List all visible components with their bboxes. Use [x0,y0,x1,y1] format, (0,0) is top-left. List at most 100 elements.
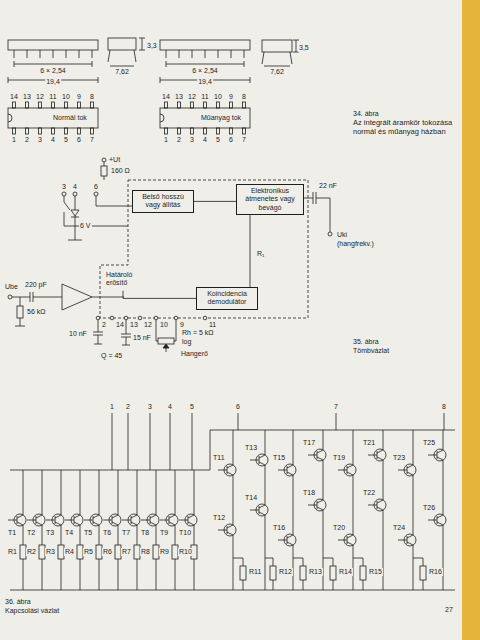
wire [383,430,384,450]
text-label: Q = 45 [100,352,123,360]
text-label: Tömbvázlat [352,347,390,355]
line-art [96,196,132,206]
wire [194,470,195,515]
node-text: Elektronikus átmenetes vagy bevágó [240,187,300,212]
transistor-emitter [169,522,175,525]
text-label: R1 [7,548,18,556]
line-art [8,38,145,83]
transistor-emitter [93,522,99,525]
pin-number: 1 [163,136,169,144]
wire [175,559,176,590]
wire [353,430,354,465]
resistor-symbol [26,128,29,134]
line-art [102,158,106,162]
wire [137,470,138,515]
resistor-symbol [39,102,42,108]
pin-number: 12 [35,93,45,101]
transistor-emitter [437,522,443,525]
line-art [8,114,12,122]
package-leg [231,50,232,58]
text-label: 36. ábra [4,598,32,606]
line-art [17,306,23,318]
base-lead [160,520,169,521]
text-label: T24 [392,524,406,532]
base-lead [103,520,112,521]
package-drawings [8,38,299,128]
resistor-symbol [52,102,55,108]
text-label: 7,62 [269,68,285,76]
transistor-emitter [150,522,156,525]
wire [156,470,157,515]
wire [118,559,119,590]
wire [323,460,324,500]
transistor-emitter [287,542,293,545]
transistor-emitter [259,512,265,515]
base-lead [278,540,287,541]
transistor-collector [259,455,265,458]
text-label: 220 pF [24,281,48,289]
base-lead [250,510,259,511]
wire [333,580,334,590]
text-label: 10 [159,321,169,329]
pin-number: 13 [174,93,184,101]
transistor-collector [287,465,293,468]
line-art [73,192,77,196]
wire [443,430,444,450]
text-label: R5 [83,548,94,556]
text-label: 15 nF [132,334,152,342]
resistor-symbol [217,128,220,134]
line-art [8,40,98,50]
transistor-collector [17,515,23,518]
wire [413,545,414,590]
block-diagram-wiring [8,158,332,352]
base-lead [308,505,317,506]
line-art [104,162,105,180]
text-label: T7 [121,529,131,537]
text-label: 6 × 2,54 [191,67,219,75]
transistor-collector [407,535,413,538]
text-label: T23 [392,454,406,462]
transistor-collector [437,515,443,518]
wire [233,430,234,465]
text-label: T26 [422,504,436,512]
line-art [138,316,142,320]
pin-number: 6 [76,136,82,144]
wire [233,535,234,590]
transistor-collector [377,500,383,503]
text-label: 56 kΩ [26,308,46,316]
wire [99,470,100,515]
page-edge-band [462,0,480,640]
wire [80,559,81,590]
line-art [96,316,100,320]
line-art [15,297,25,326]
line-art [304,192,330,232]
base-lead [122,520,131,521]
text-label: 3 [147,403,153,411]
transistor-collector [55,515,61,518]
text-label: 1 [109,403,115,411]
text-label: 8 [441,403,447,411]
transistor-collector [259,505,265,508]
connector [194,201,236,202]
base-lead [308,455,317,456]
text-label: T20 [332,524,346,532]
resistor-symbol [52,128,55,134]
wire [61,470,62,515]
text-label: R16 [428,568,443,576]
package-leg [66,50,67,58]
wire [156,559,157,590]
wire [194,525,195,545]
connector [250,215,251,287]
transistor-collector [36,515,42,518]
text-label: R10 [178,548,193,556]
line-art [154,316,158,320]
line-art [100,180,308,318]
text-label: R14 [338,568,353,576]
transistor-collector [407,465,413,468]
package-leg [79,50,80,58]
wire [353,475,354,535]
transistor-emitter [287,472,293,475]
transistor-emitter [347,472,353,475]
resistor-symbol [230,128,233,134]
package-leg [92,50,93,58]
